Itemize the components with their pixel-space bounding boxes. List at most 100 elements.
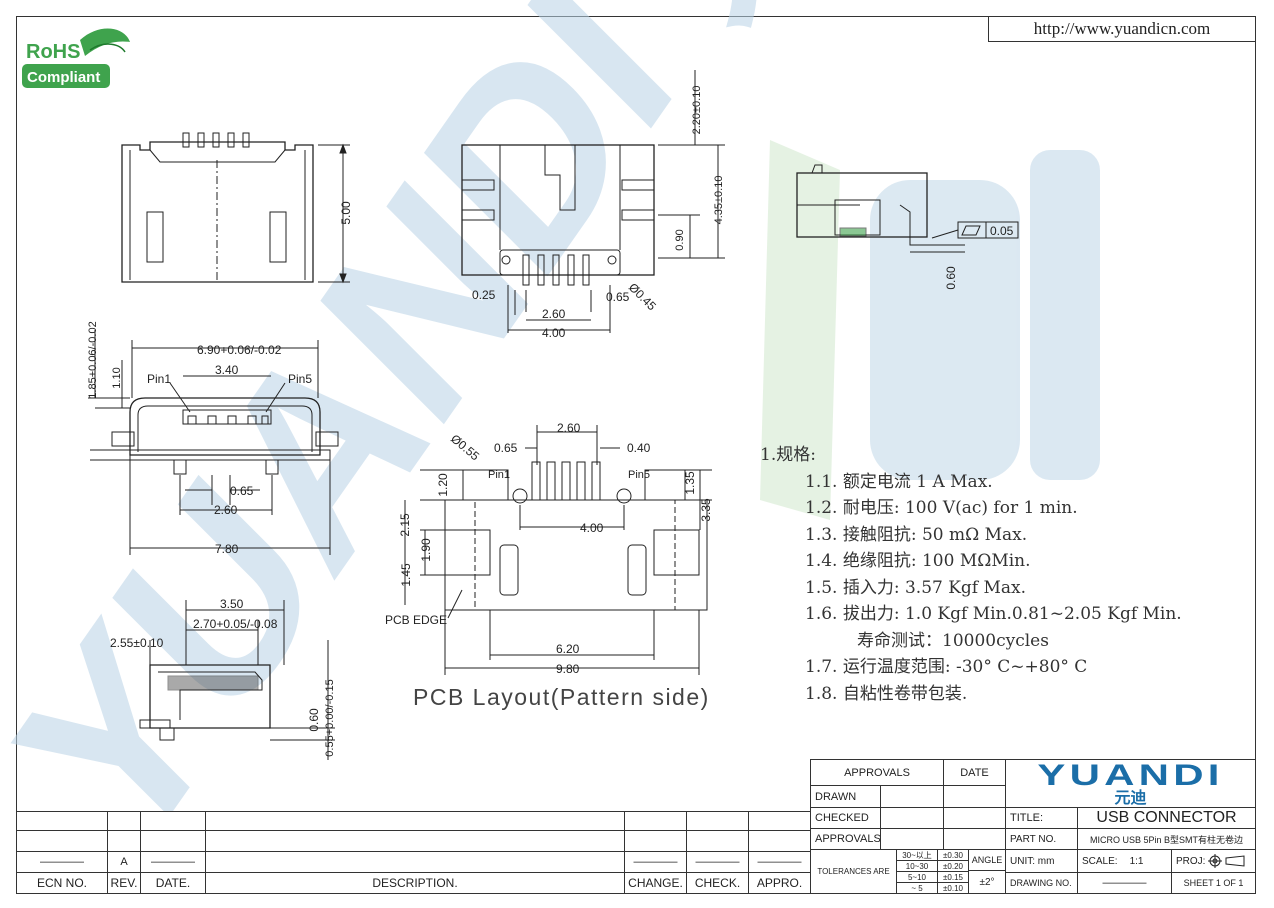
section-view: 3.50 2.70+0.05/-0.08 2.55±0.10 0.60 0.55… xyxy=(110,597,336,760)
tb-drawn: DRAWN xyxy=(810,785,881,808)
pcb-layout: 2.60 0.65 0.40 Ø0.55 Pin1 Pin5 1.20 1.35… xyxy=(385,421,713,676)
tb-title-value: USB CONNECTOR xyxy=(1077,807,1256,829)
dim-pcb-620: 6.20 xyxy=(556,642,580,656)
spec-item: 1.7. 运行温度范围: -30° C~+80° C xyxy=(805,657,1088,677)
spec-item-cont: 寿命测试：10000cycles xyxy=(857,630,1049,651)
tol-value: ±0.10 xyxy=(937,882,969,894)
specs-heading: 1.规格: xyxy=(760,445,816,465)
compliant-text: Compliant xyxy=(27,69,100,86)
tb-brand-box: YUANDI 元迪 xyxy=(1005,759,1256,808)
dim-pcb-065: 0.65 xyxy=(494,441,518,455)
tb-sheet: SHEET 1 OF 1 xyxy=(1171,872,1256,894)
brand-logo: YUANDI xyxy=(1037,759,1224,792)
rohs-text: RoHS xyxy=(26,41,80,63)
rohs-logo: RoHS Compliant xyxy=(22,28,130,88)
dim-mid-340: 3.40 xyxy=(215,363,239,377)
specifications: 1.规格: 1.1. 额定电流 1 A Max. 1.2. 耐电压: 100 V… xyxy=(760,442,1182,707)
spec-item: 1.8. 自粘性卷带包装. xyxy=(805,683,968,704)
rev-header-change: CHANGE. xyxy=(624,872,687,894)
tb-tolerances: TOLERANCES ARE xyxy=(810,849,897,894)
brand-logo-cn: 元迪 xyxy=(1114,789,1147,807)
dim-pcb-190: 1.90 xyxy=(419,538,433,562)
rev-cell xyxy=(107,830,141,852)
dim-pcb-055: Ø0.55 xyxy=(448,432,482,464)
dim-mid-260: 2.60 xyxy=(214,503,238,517)
spec-item: 1.2. 耐电压: 100 V(ac) for 1 min. xyxy=(805,498,1078,518)
tb-part-value: MICRO USB 5Pin B型SMT有柱无卷边 xyxy=(1077,828,1256,850)
rev-cell xyxy=(686,830,749,852)
rev-cell xyxy=(748,811,811,831)
rev-date-value: ———— xyxy=(140,851,206,873)
rev-cell xyxy=(205,811,625,831)
rev-change-value: ———— xyxy=(624,851,687,873)
projection-symbol-icon xyxy=(1208,854,1245,868)
rev-appro-value: ———— xyxy=(748,851,811,873)
dim-bot-350: 3.50 xyxy=(220,597,244,611)
dim-top-025: 0.25 xyxy=(472,288,496,302)
tb-angle: ANGLE xyxy=(968,849,1006,871)
dim-bot-060: 0.60 xyxy=(307,708,321,732)
tb-part-label: PART NO. xyxy=(1005,828,1078,850)
rev-cell xyxy=(624,811,687,831)
rev-cell xyxy=(205,830,625,852)
tb-title-label: TITLE: xyxy=(1005,807,1078,829)
dim-bot-270: 2.70+0.05/-0.08 xyxy=(193,617,278,631)
dim-mid-185: 1.85+0.06/-0.02 xyxy=(87,321,99,398)
dim-top-090: 0.90 xyxy=(674,229,686,250)
dim-pcb-120: 1.20 xyxy=(436,473,450,497)
spec-item: 1.4. 绝缘阻抗: 100 MΩMin. xyxy=(805,551,1031,571)
dim-top-435: 4.35±0.10 xyxy=(713,176,725,225)
rev-cell xyxy=(748,830,811,852)
tb-proj-label: PROJ: xyxy=(1176,855,1206,867)
dim-pcb-215: 2.15 xyxy=(398,513,412,537)
tb-proj: PROJ: xyxy=(1171,849,1256,873)
label-pcb-edge: PCB EDGE xyxy=(385,613,447,627)
rev-cell xyxy=(686,811,749,831)
dim-pcb-135: 1.35 xyxy=(683,471,697,495)
dim-pcb-335: 3.35 xyxy=(699,498,713,522)
mid-front-view: 6.90+0.06/-0.02 3.40 Pin1 Pin5 1.85+0.06… xyxy=(87,321,339,556)
dim-pcb-400: 4.00 xyxy=(580,521,604,535)
tb-checked: CHECKED xyxy=(810,807,881,829)
dim-top-260: 2.60 xyxy=(542,307,566,321)
dim-top-400: 4.00 xyxy=(542,326,566,340)
rev-desc-value xyxy=(205,851,625,873)
dim-bot-255: 2.55±0.10 xyxy=(110,636,164,650)
tb-checked-date xyxy=(943,807,1006,829)
tol-range: ~ 5 xyxy=(896,882,938,894)
rev-cell xyxy=(624,830,687,852)
dim-side-005: 0.05 xyxy=(990,224,1014,238)
dim-mid-780: 7.80 xyxy=(215,542,239,556)
tb-unit: UNIT: mm xyxy=(1005,849,1078,873)
dim-pcb-980: 9.80 xyxy=(556,662,580,676)
dim-front-height: 5.00 xyxy=(339,201,353,225)
tb-drawn-date xyxy=(943,785,1006,808)
dim-bot-055: 0.55+0.00/-0.15 xyxy=(324,679,336,756)
rev-header-check: CHECK. xyxy=(686,872,749,894)
tb-scale: SCALE: 1:1 xyxy=(1077,849,1172,873)
dim-pcb-260: 2.60 xyxy=(557,421,581,435)
spec-item: 1.3. 接触阻抗: 50 mΩ Max. xyxy=(805,524,1028,545)
pcb-layout-caption: PCB Layout(Pattern side) xyxy=(413,684,710,710)
rev-check-value: ———— xyxy=(686,851,749,873)
dim-mid-065: 0.65 xyxy=(230,484,254,498)
tb-checked-name xyxy=(880,807,944,829)
tb-scale-label: SCALE: xyxy=(1082,855,1118,867)
dim-mid-110: 1.10 xyxy=(111,367,123,388)
rev-ecn-value: ———— xyxy=(16,851,108,873)
top-view: 2.20±0.10 4.35±0.10 0.90 0.25 0.65 2.60 … xyxy=(461,70,725,340)
tb-scale-value: 1:1 xyxy=(1129,855,1144,867)
dim-pcb-145: 1.45 xyxy=(399,563,413,587)
label-mid-pin1: Pin1 xyxy=(147,372,171,386)
rev-rev-value: A xyxy=(107,851,141,873)
tb-date-header: DATE xyxy=(943,759,1006,786)
website-url: http://www.yuandicn.com xyxy=(988,16,1256,42)
dim-top-220: 2.20±0.10 xyxy=(691,86,703,135)
rev-header-appro: APPRO. xyxy=(748,872,811,894)
tb-approvals-date xyxy=(943,828,1006,850)
tb-drawn-name xyxy=(880,785,944,808)
spec-item: 1.6. 拔出力: 1.0 Kgf Min.0.81~2.05 Kgf Min. xyxy=(805,604,1182,624)
spec-item: 1.5. 插入力: 3.57 Kgf Max. xyxy=(805,577,1027,598)
